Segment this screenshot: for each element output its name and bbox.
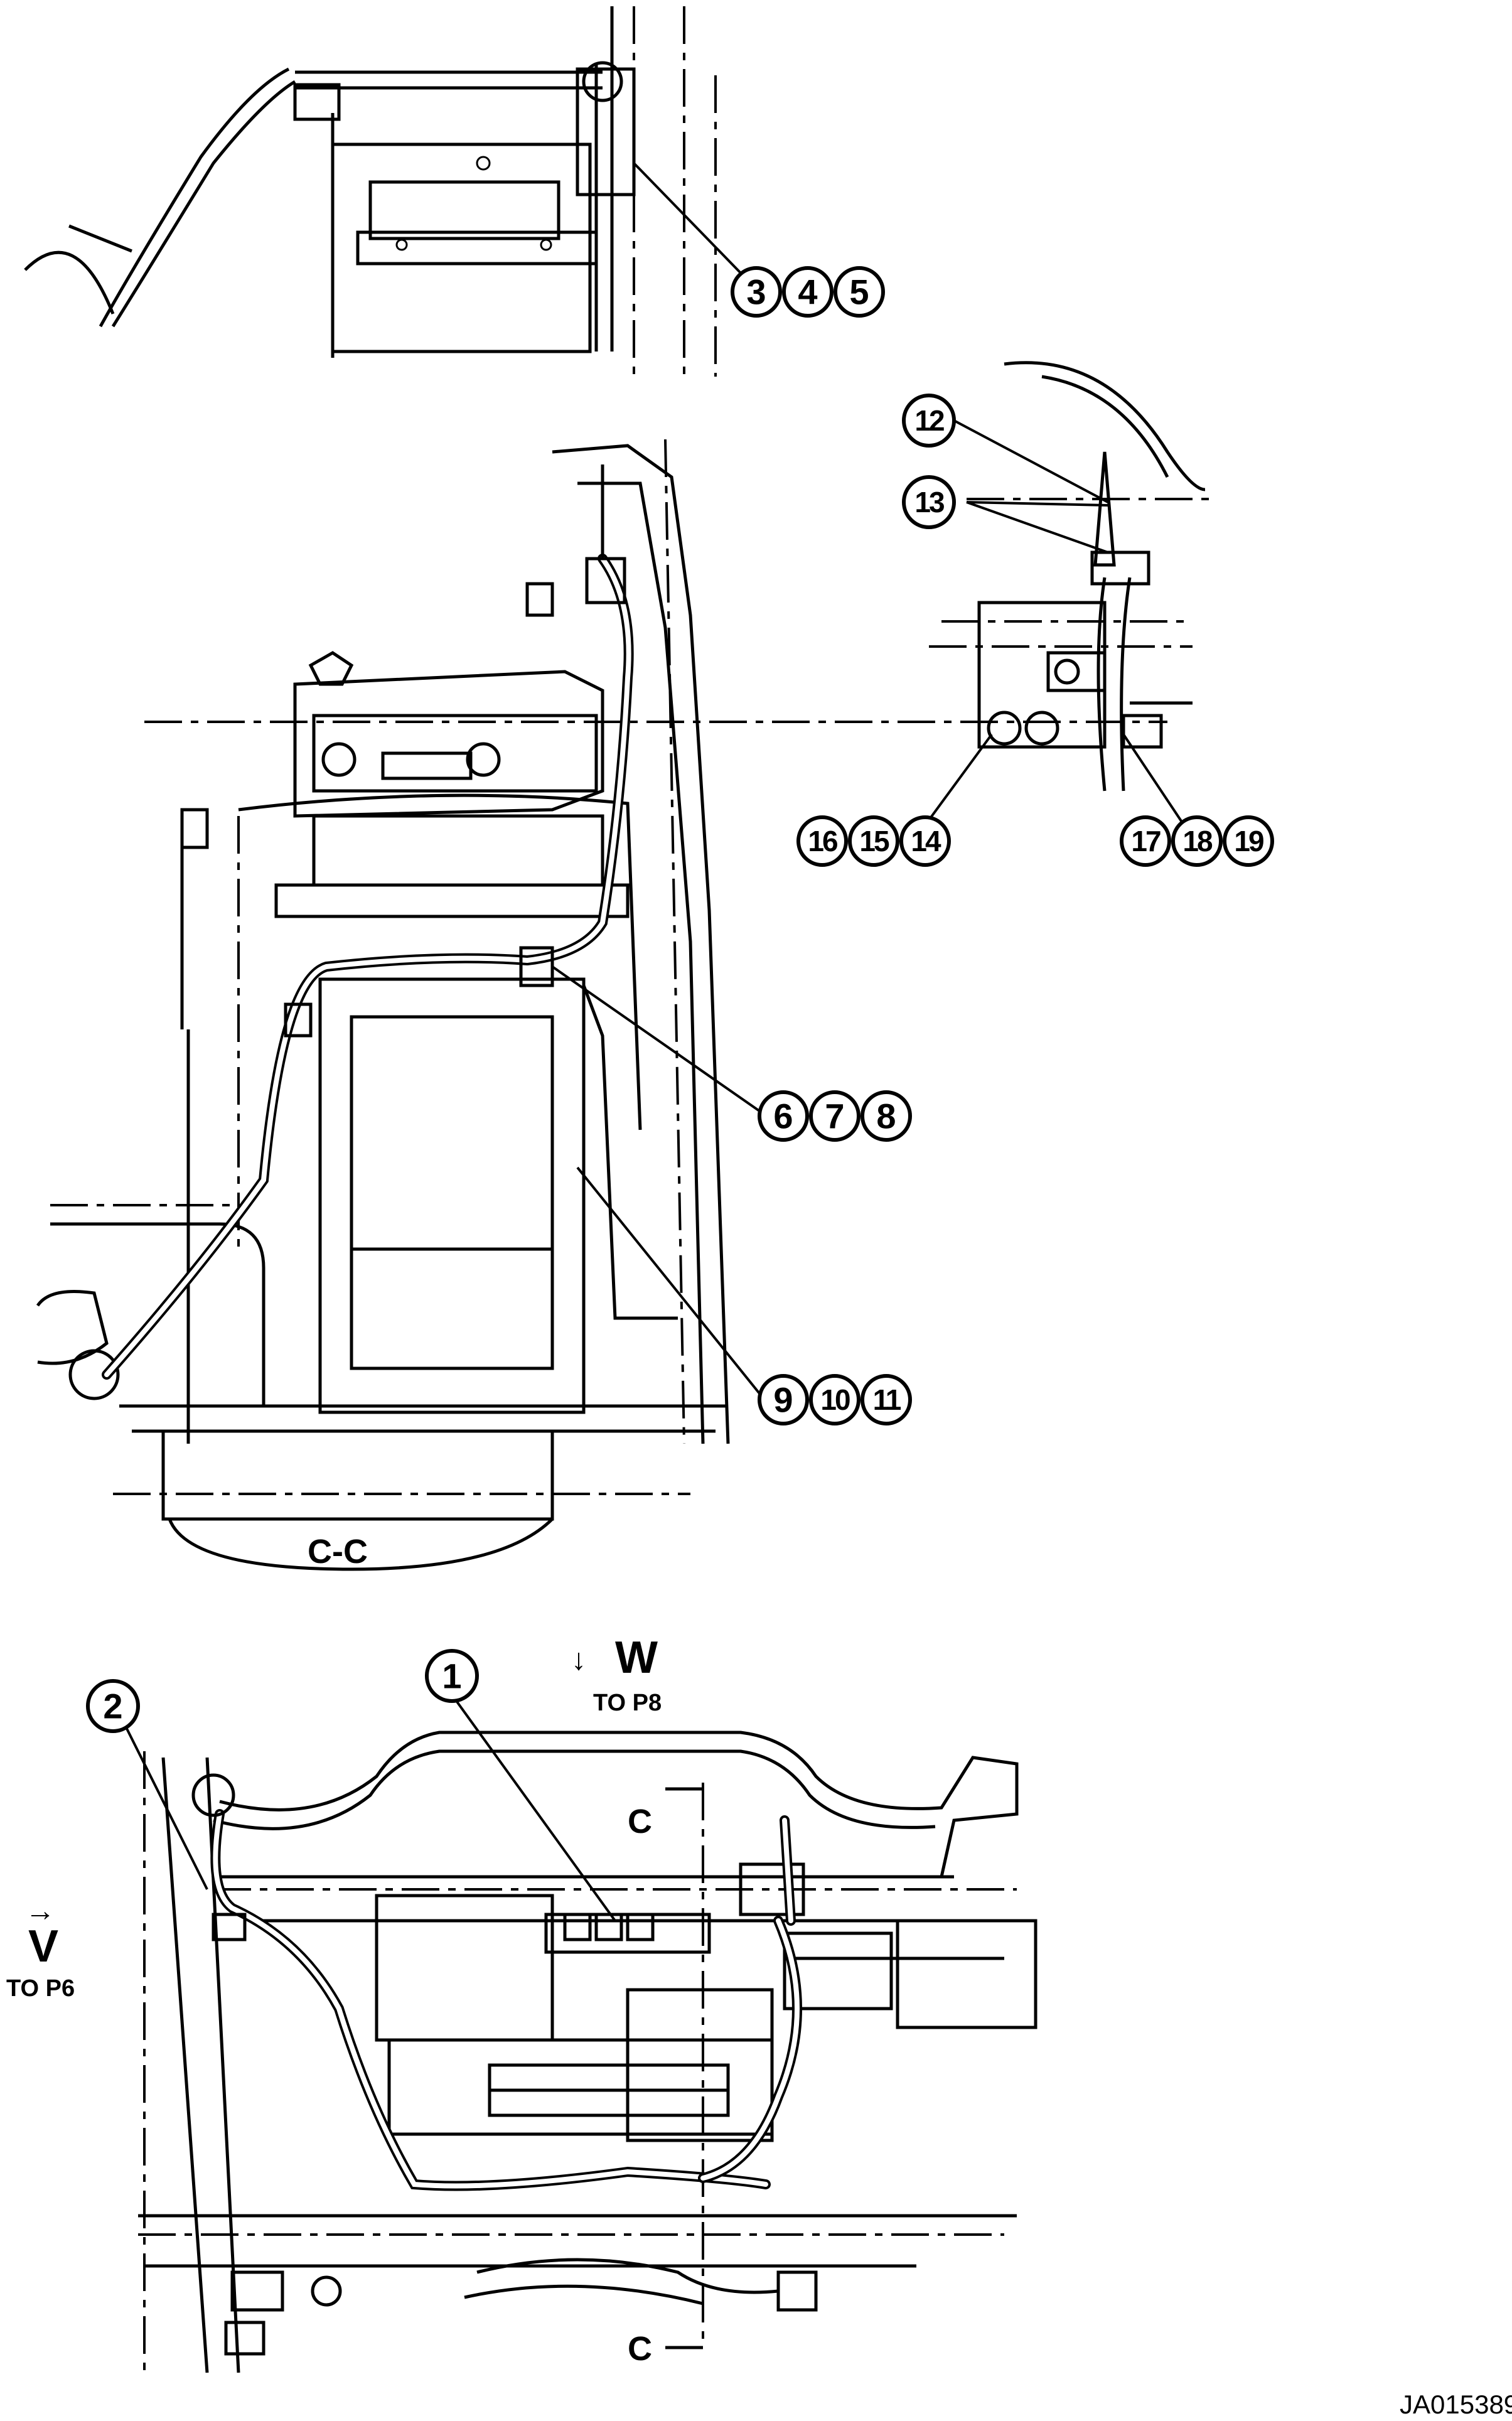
callout-18: 18	[1182, 825, 1213, 857]
callout-19: 19	[1234, 825, 1263, 857]
view-v-ref: TO P6	[6, 1975, 75, 2002]
callout-14: 14	[911, 825, 941, 857]
callout-7: 7	[825, 1097, 844, 1136]
callout-8: 8	[876, 1097, 896, 1136]
top-detail	[24, 6, 745, 377]
callout-3: 3	[746, 272, 766, 312]
callout-12: 12	[902, 394, 956, 448]
callout-4: 4	[798, 272, 817, 312]
callout-9: 9	[773, 1380, 793, 1420]
callout-1: 1	[425, 1649, 479, 1703]
callout-6: 6	[773, 1097, 793, 1136]
callout-161514: 16 15 14	[796, 815, 951, 867]
section-cc-view	[36, 439, 1167, 1571]
drawing-id: JA015389	[1400, 2390, 1512, 2419]
view-w-ref: TO P8	[593, 1690, 662, 1716]
bottom-plan-view	[124, 1694, 1037, 2373]
callout-16: 16	[808, 825, 837, 857]
section-marker-top: C	[628, 1803, 652, 1840]
callout-15: 15	[859, 825, 889, 857]
right-detail	[921, 361, 1211, 830]
callout-91011: 9 10 11	[758, 1374, 912, 1425]
view-v-label: → V TO P6	[6, 1894, 75, 2002]
view-w-label: ↓ W TO P8	[571, 1633, 662, 1716]
view-w-letter: W	[615, 1633, 658, 1683]
view-v-arrow: →	[25, 1894, 55, 1928]
callout-12-text: 12	[914, 404, 944, 437]
view-v-letter: V	[28, 1921, 58, 1972]
callout-2: 2	[86, 1679, 140, 1733]
callout-1-text: 1	[442, 1656, 461, 1696]
callout-13: 13	[902, 475, 956, 529]
view-w-arrow: ↓	[571, 1643, 586, 1677]
callout-17: 17	[1131, 825, 1161, 857]
callout-11: 11	[873, 1383, 901, 1416]
callout-345: 3 4 5	[731, 266, 885, 318]
section-marker-bottom: C	[628, 2330, 652, 2368]
callout-171819: 17 18 19	[1120, 815, 1274, 867]
section-label: C-C	[308, 1533, 368, 1570]
callout-678: 6 7 8	[758, 1090, 912, 1142]
callout-10: 10	[820, 1383, 850, 1416]
callout-13-text: 13	[914, 486, 944, 518]
callout-5: 5	[849, 272, 869, 312]
callout-2-text: 2	[103, 1687, 122, 1726]
